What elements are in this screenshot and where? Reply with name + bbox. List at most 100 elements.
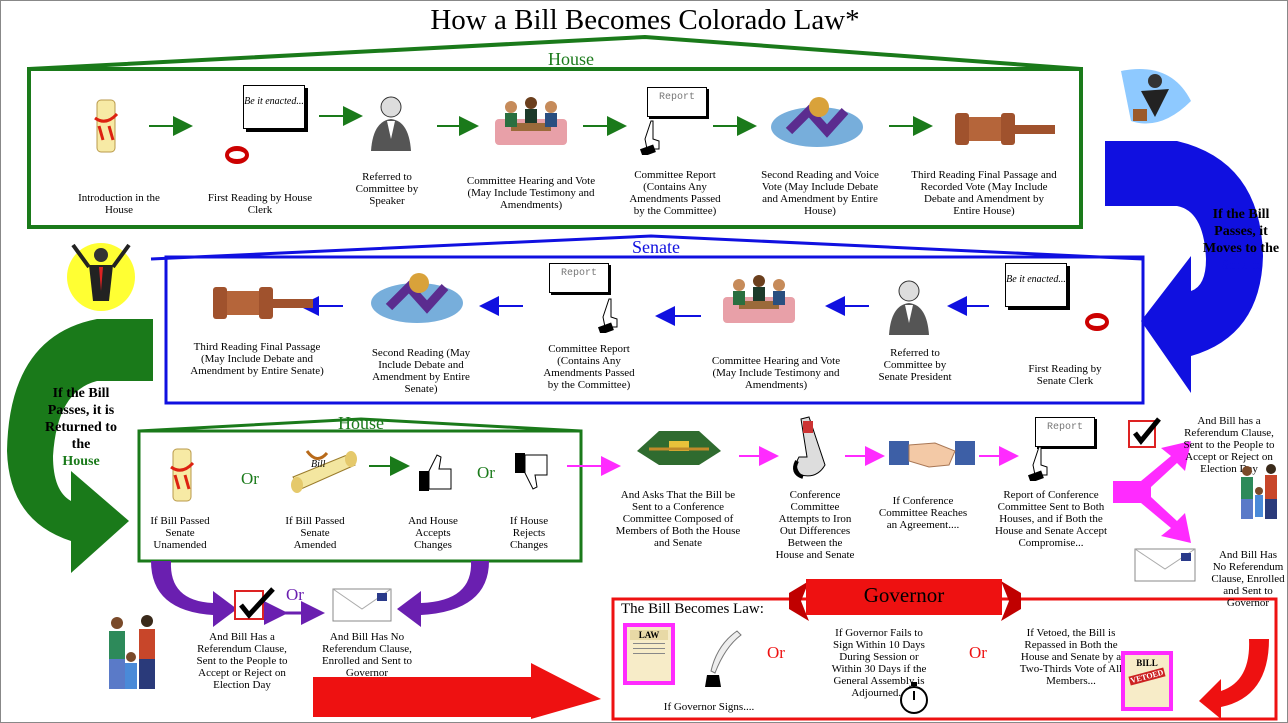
- house-return-box: [137, 429, 583, 563]
- return-scroll-icon: [167, 445, 197, 505]
- speech-bubble: Be it enacted...: [243, 85, 305, 129]
- senate-box: [164, 255, 1145, 405]
- senate-speech-bubble: Be it enacted...: [1005, 263, 1067, 307]
- senate-step-1: First Reading by Senate Clerk: [1028, 363, 1102, 387]
- house-step-7: Third Reading Final Passage and Recorded…: [911, 169, 1057, 217]
- house-step-5: Committee Report (Contains Any Amendment…: [629, 169, 721, 217]
- page-title: How a Bill Becomes Colorado Law*: [430, 4, 860, 36]
- right-referendum-text: And Bill has a Referendum Clause, Sent t…: [1183, 415, 1275, 475]
- senate-hand-icon: [595, 297, 625, 333]
- to-house-arrow: [7, 319, 153, 573]
- governor-option-2: If Governor Fails to Sign Within 10 Days…: [831, 627, 927, 699]
- senate-step-6: Third Reading Final Passage (May Include…: [190, 341, 324, 377]
- quill-pen-icon: [697, 629, 743, 689]
- to-governor-arrow: [313, 663, 601, 719]
- scroll-icon: [91, 96, 121, 156]
- house-step-1: Introduction in the House: [78, 192, 160, 216]
- house-step-6: Second Reading and Voice Vote (May Inclu…: [761, 169, 879, 217]
- governor-banner-text: Governor: [863, 583, 945, 607]
- senate-step-4: Committee Report (Contains Any Amendment…: [543, 343, 635, 391]
- senate-gavel-icon: [209, 283, 315, 323]
- governor-or-1: Or: [767, 643, 785, 662]
- purple-arrow-left: [151, 561, 237, 627]
- running-person-icon: [1111, 61, 1195, 133]
- house-return-roof: [138, 417, 582, 433]
- senate-step-3: Committee Hearing and Vote (May Include …: [711, 355, 841, 391]
- vetoed-stamp: VETOED: [1128, 667, 1166, 686]
- senate-voice-icon: [369, 263, 465, 325]
- conference-report-icon: Report: [1035, 417, 1095, 447]
- envelope-icon-right: [1133, 547, 1197, 583]
- envelope-icon-left: [331, 587, 393, 623]
- vetoed-bill-text: BILL: [1136, 658, 1158, 668]
- to-house-highlight: House: [62, 454, 100, 469]
- house-roof: [28, 34, 1082, 71]
- celebrating-person-icon: [63, 237, 139, 313]
- senate-committee-icon: [719, 267, 799, 329]
- to-house-text: If the Bill Passes, it is Returned to th…: [45, 386, 117, 469]
- left-no-referendum-text: And Bill Has No Referendum Clause, Enrol…: [321, 631, 413, 679]
- to-senate-arrow: [1105, 141, 1263, 393]
- conference-step-1: And Asks That the Bill be Sent to a Conf…: [615, 489, 741, 549]
- senate-mouth-icon: [1083, 311, 1111, 333]
- governor-option-1: If Governor Signs....: [663, 701, 755, 713]
- to-senate-text: If the Bill Passes, it Moves to the Sena…: [1202, 207, 1280, 273]
- vetoed-bill-icon: BILL VETOED: [1121, 651, 1173, 711]
- family-icon-left: [103, 613, 167, 695]
- house-return-step-3: And House Accepts Changes: [408, 515, 458, 551]
- house-box: [27, 67, 1083, 229]
- law-document-text: LAW: [630, 630, 668, 640]
- law-document-icon: LAW: [623, 623, 675, 685]
- to-senate-highlight: Senate: [1221, 258, 1261, 273]
- governor-ribbon: [806, 579, 1002, 615]
- left-referendum-text: And Bill Has a Referendum Clause, Sent t…: [196, 631, 288, 691]
- purple-arrow-right: [397, 561, 489, 627]
- report-document-icon: Report: [647, 87, 707, 117]
- senate-step-2: Referred to Committee by Senate Presiden…: [878, 347, 952, 383]
- committee-meeting-icon: [491, 89, 571, 151]
- senate-label: Senate: [632, 237, 680, 257]
- bill-scroll-icon: Bill: [287, 447, 363, 501]
- governor-option-3: If Vetoed, the Bill is Repassed in Both …: [1019, 627, 1123, 687]
- thumbs-up-icon: [417, 453, 453, 493]
- right-red-arrow: [1199, 639, 1269, 719]
- purple-or: Or: [286, 585, 304, 604]
- bill-scroll-text: Bill: [311, 459, 326, 470]
- family-icon-right: [1235, 461, 1283, 521]
- house-or-2: Or: [477, 463, 495, 482]
- left-checkbox-icon: [233, 585, 275, 621]
- thumbs-down-icon: [513, 451, 549, 491]
- house-step-4: Committee Hearing and Vote (May Include …: [466, 175, 596, 211]
- handshake-icon: [889, 431, 975, 475]
- governor-box-title: The Bill Becomes Law:: [621, 601, 764, 617]
- iron-icon: [787, 413, 835, 483]
- gavel-icon: [951, 109, 1057, 149]
- senate-roof: [150, 234, 1144, 261]
- magenta-branch-arrow: [1113, 441, 1191, 543]
- senate-president-icon: [881, 275, 937, 337]
- house-return-label: House: [338, 413, 384, 433]
- house-return-step-1: If Bill Passed Senate Unamended: [150, 515, 210, 551]
- house-return-step-2: If Bill Passed Senate Amended: [285, 515, 345, 551]
- house-label: House: [548, 49, 594, 69]
- senate-step-5: Second Reading (May Include Debate and A…: [371, 347, 471, 395]
- conference-hand-icon: [1025, 445, 1055, 481]
- stopwatch-icon: [897, 681, 931, 715]
- house-or-1: Or: [241, 469, 259, 488]
- senate-report-icon: Report: [549, 263, 609, 293]
- tug-of-war-icon: [629, 421, 729, 471]
- speaker-person-icon: [363, 91, 419, 153]
- right-no-referendum-text: And Bill Has No Referendum Clause, Enrol…: [1211, 549, 1285, 609]
- conference-step-4: Report of Conference Committee Sent to B…: [994, 489, 1108, 549]
- conference-step-2: Conference Committee Attempts to Iron Ou…: [775, 489, 855, 561]
- house-return-step-4: If House Rejects Changes: [509, 515, 549, 551]
- house-step-2: First Reading by House Clerk: [207, 192, 313, 216]
- governor-or-2: Or: [969, 643, 987, 662]
- hand-icon: [637, 119, 667, 155]
- checkbox-check-icon: [1127, 415, 1161, 448]
- house-step-3: Referred to Committee by Speaker: [355, 171, 419, 207]
- conference-step-3: If Conference Committee Reaches an Agree…: [878, 495, 968, 531]
- mouth-icon: [223, 144, 251, 166]
